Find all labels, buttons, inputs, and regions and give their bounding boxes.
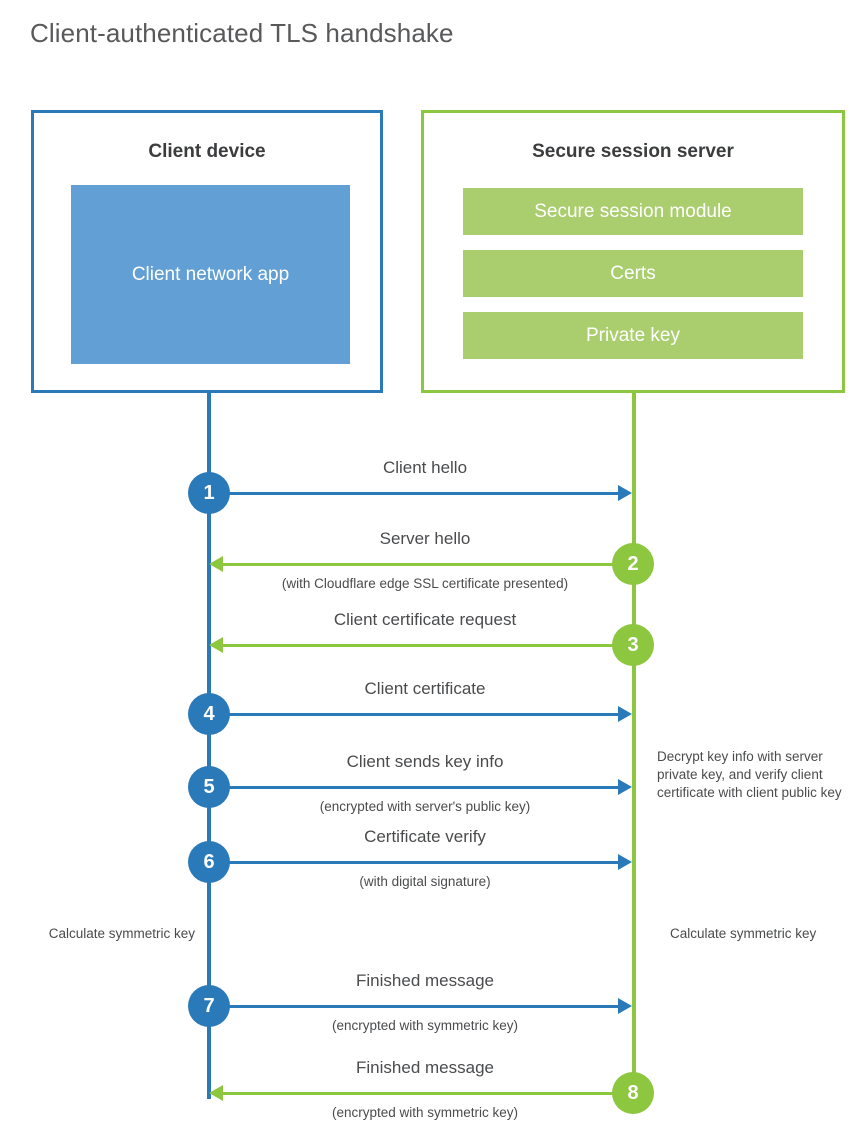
client-lifeline [207, 392, 211, 1099]
step-4-arrow-shaft [209, 713, 620, 716]
client-device-box: Client device Client network app [31, 110, 383, 393]
step-1-badge: 1 [188, 472, 230, 514]
client-calculate-symmetric-key-note: Calculate symmetric key [48, 926, 195, 941]
step-7-arrow-shaft [209, 1005, 620, 1008]
server-calculate-symmetric-key-note: Calculate symmetric key [670, 926, 817, 941]
step-2-arrowhead [209, 556, 223, 572]
step-2-label: Server hello [379, 529, 471, 548]
step-4-badge: 4 [188, 693, 230, 735]
client-device-title: Client device [148, 141, 266, 162]
secure-session-server-box: Secure session server Secure session mod… [421, 110, 845, 393]
page-title: Client-authenticated TLS handshake [30, 18, 454, 48]
step-2-arrow-shaft [223, 563, 632, 566]
step-4-arrowhead [618, 706, 632, 722]
step-8-arrow-shaft [223, 1092, 632, 1095]
step-8-sublabel: (encrypted with symmetric key) [331, 1105, 519, 1120]
step-5-label: Client sends key info [346, 752, 504, 771]
server-module-private-key: Private key [463, 312, 803, 359]
step-5-sublabel: (encrypted with server's public key) [319, 799, 531, 814]
step-5-badge: 5 [188, 766, 230, 808]
step-6-sublabel: (with digital signature) [359, 874, 491, 889]
step-8-label: Finished message [356, 1058, 494, 1077]
step-7-arrowhead [618, 998, 632, 1014]
step-3-label: Client certificate request [333, 610, 517, 629]
step-7-label: Finished message [356, 971, 494, 990]
step-4-label: Client certificate [364, 679, 486, 698]
server-module-certs: Certs [463, 250, 803, 297]
step-8-arrowhead [209, 1085, 223, 1101]
server-modules-list: Secure session module Certs Private key [463, 188, 803, 359]
step-3-arrow-shaft [223, 644, 632, 647]
secure-session-server-title: Secure session server [532, 141, 734, 162]
server-decrypt-note: Decrypt key info with server private key… [657, 749, 842, 801]
server-lifeline [632, 392, 636, 1093]
step-8-badge: 8 [612, 1072, 654, 1114]
client-network-app-block: Client network app [71, 185, 350, 364]
step-5-arrowhead [618, 779, 632, 795]
step-6-badge: 6 [188, 841, 230, 883]
step-1-arrowhead [618, 485, 632, 501]
server-module-secure-session: Secure session module [463, 188, 803, 235]
step-7-sublabel: (encrypted with symmetric key) [331, 1018, 519, 1033]
step-1-arrow-shaft [209, 492, 620, 495]
step-6-arrow-shaft [209, 861, 620, 864]
step-3-badge: 3 [612, 624, 654, 666]
step-3-arrowhead [209, 637, 223, 653]
step-6-label: Certificate verify [364, 827, 486, 846]
step-6-arrowhead [618, 854, 632, 870]
step-2-badge: 2 [612, 543, 654, 585]
step-1-label: Client hello [382, 458, 468, 477]
step-5-arrow-shaft [209, 786, 620, 789]
step-7-badge: 7 [188, 985, 230, 1027]
step-2-sublabel: (with Cloudflare edge SSL certificate pr… [281, 576, 569, 591]
